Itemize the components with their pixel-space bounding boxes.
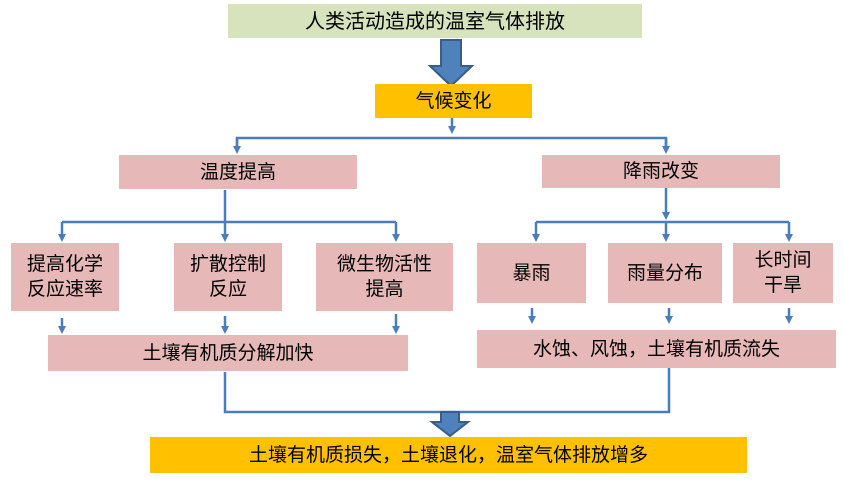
rainfall-change-label: 降雨改变: [622, 160, 699, 183]
temperature-rise-box: 温度提高: [119, 155, 357, 189]
decomposition-box: 土壤有机质分解加快: [48, 335, 408, 371]
climate-change-label: 气候变化: [415, 89, 492, 112]
temperature-rise-label: 温度提高: [199, 160, 276, 183]
decomposition-label: 土壤有机质分解加快: [142, 341, 314, 364]
rain-distribution-box: 雨量分布: [608, 243, 722, 303]
final-outcome-label: 土壤有机质损失，土壤退化，温室气体排放增多: [248, 443, 648, 466]
block-arrow-bottom: [429, 411, 471, 438]
climate-change-box: 气候变化: [375, 84, 532, 118]
erosion-label: 水蚀、风蚀，土壤有机质流失: [532, 337, 780, 360]
chem-reaction-box: 提高化学 反应速率: [11, 243, 119, 311]
split-connector: [235, 136, 668, 147]
erosion-box: 水蚀、风蚀，土壤有机质流失: [477, 330, 836, 368]
final-outcome-box: 土壤有机质损失，土壤退化，温室气体排放增多: [150, 437, 747, 473]
microbe-box: 微生物活性 提高: [316, 243, 453, 311]
storm-label: 暴雨: [512, 261, 551, 284]
diffusion-label: 扩散控制 反应: [189, 253, 266, 300]
storm-box: 暴雨: [477, 243, 586, 303]
emissions-box: 人类活动造成的温室气体排放: [228, 4, 642, 38]
diffusion-box: 扩散控制 反应: [174, 243, 282, 311]
rainfall-change-box: 降雨改变: [542, 155, 780, 188]
emissions-label: 人类活动造成的温室气体排放: [305, 9, 565, 33]
merge-connector: [223, 368, 671, 414]
drought-label: 长时间 干旱: [754, 249, 812, 296]
drought-box: 长时间 干旱: [733, 243, 833, 303]
chem-reaction-label: 提高化学 反应速率: [26, 253, 103, 300]
rain-distribution-label: 雨量分布: [626, 261, 703, 284]
microbe-label: 微生物活性 提高: [336, 253, 432, 300]
block-arrow-top: [427, 39, 475, 88]
